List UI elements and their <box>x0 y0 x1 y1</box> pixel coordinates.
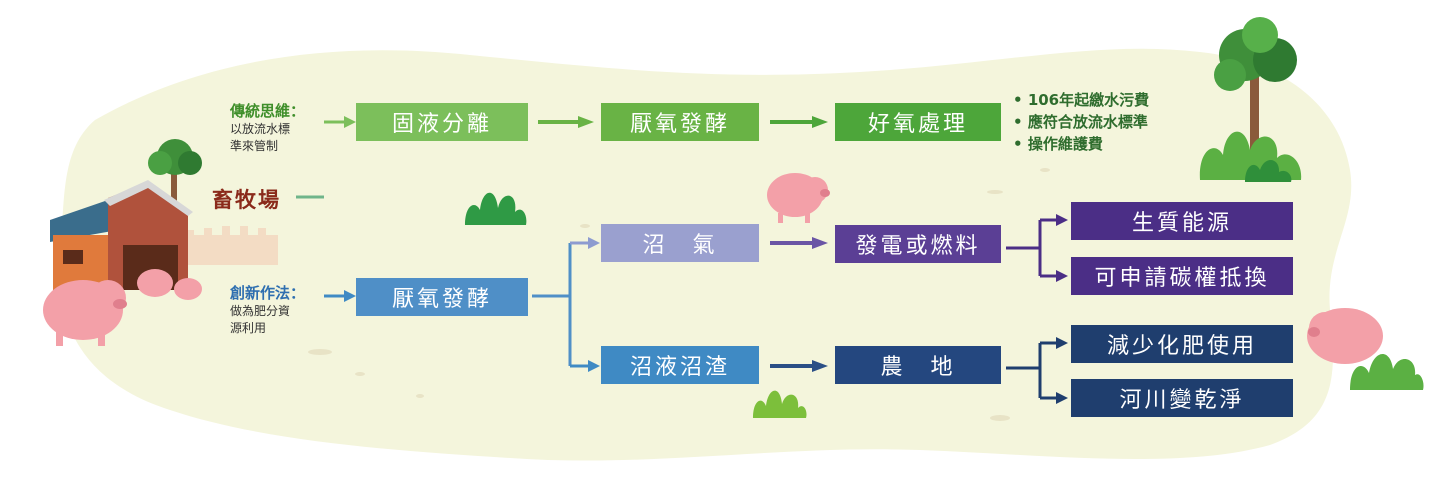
pig-icon <box>137 269 202 300</box>
tree-icon <box>148 139 202 210</box>
bioenergy-box: 生質能源 <box>1071 202 1293 240</box>
innovative-approach-label: 創新作法： 做為肥分資 源利用 <box>230 282 305 337</box>
traditional-sub-line1: 以放流水標 <box>230 122 291 136</box>
traditional-sub-line2: 準來管制 <box>230 139 279 153</box>
bush-icon <box>753 390 807 418</box>
barn-icon <box>50 180 278 295</box>
farm-label: 畜牧場 <box>212 188 281 212</box>
note-item: 應符合放流水標準 <box>1013 111 1149 133</box>
anaerobic-fermentation-box-innovative: 厭氧發酵 <box>356 278 528 316</box>
digestate-box: 沼液沼渣 <box>601 346 759 384</box>
solid-liquid-separation-box: 固液分離 <box>356 103 528 141</box>
innovative-sub-line1: 做為肥分資 <box>230 304 291 318</box>
clean-river-box: 河川變乾淨 <box>1071 379 1293 417</box>
note-item: 操作維護費 <box>1013 133 1149 155</box>
innovative-title: 創新作法： <box>230 284 306 302</box>
innovative-sub-line2: 源利用 <box>230 321 267 335</box>
farmland-box: 農 地 <box>835 346 1001 384</box>
reduce-fertilizer-box: 減少化肥使用 <box>1071 325 1293 363</box>
bush-icon <box>1350 354 1424 390</box>
aerobic-treatment-box: 好氧處理 <box>835 103 1001 141</box>
pig-icon <box>1307 308 1383 364</box>
note-item: 106年起繳水污費 <box>1013 89 1149 111</box>
biogas-box: 沼 氣 <box>601 224 759 262</box>
traditional-notes-list: 106年起繳水污費 應符合放流水標準 操作維護費 <box>1013 89 1149 155</box>
traditional-title: 傳統思維： <box>230 102 306 120</box>
pig-icon <box>767 173 830 223</box>
pig-icon <box>43 280 127 346</box>
anaerobic-fermentation-box-traditional: 厭氧發酵 <box>601 103 759 141</box>
carbon-credit-box: 可申請碳權抵換 <box>1071 257 1293 295</box>
power-or-fuel-box: 發電或燃料 <box>835 225 1001 263</box>
tree-icon <box>1214 17 1297 155</box>
bush-icon <box>465 192 527 225</box>
bush-icon <box>1199 131 1302 182</box>
traditional-approach-label: 傳統思維： 以放流水標 準來管制 <box>230 100 305 155</box>
